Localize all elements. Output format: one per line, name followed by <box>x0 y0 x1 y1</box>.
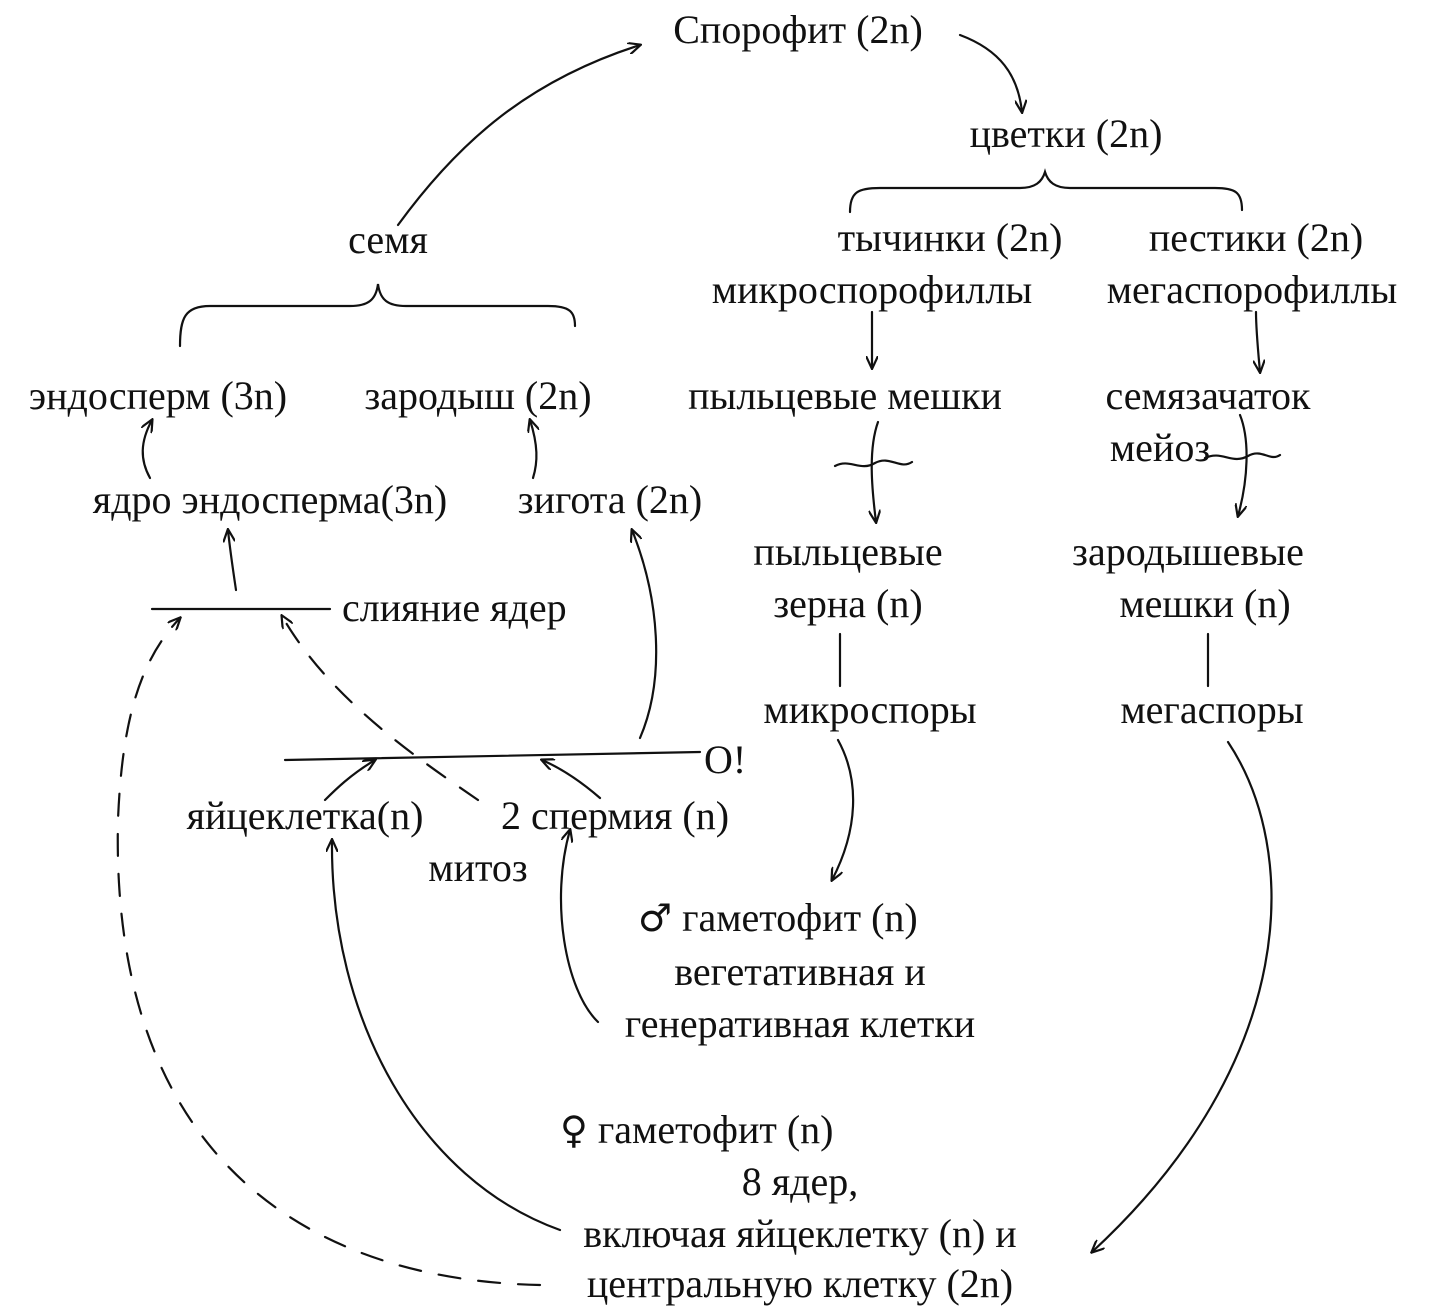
dashed-sperm-to-fusion <box>282 616 480 802</box>
arrow-mega-to-ovule <box>1256 310 1260 372</box>
arrow-female-to-egg <box>332 840 562 1232</box>
node-endosperm: эндосперм (3n) <box>28 373 288 418</box>
arrow-seed-to-sporophyte <box>396 45 640 227</box>
flowers-brace <box>848 168 1244 214</box>
female-symbol-icon: ♀ <box>560 1108 588 1152</box>
node-megaspores: мегаспоры <box>1120 687 1304 732</box>
node-microspores: микроспоры <box>763 687 977 732</box>
node-pollen-grains-line2: зерна (n) <box>773 581 923 626</box>
node-two-sperm: 2 спермия (n) <box>500 793 730 838</box>
node-including-egg: включая яйцеклетку (n) и <box>583 1211 1017 1256</box>
node-mitosis: митоз <box>428 845 528 890</box>
meiosis-wave-left <box>833 459 914 468</box>
node-generative: генеративная клетки <box>624 1001 976 1046</box>
node-vegetative: вегетативная и <box>674 949 926 994</box>
seed-brace <box>178 283 577 348</box>
male-gametophyte-text: гаметофит (n) <box>682 895 918 940</box>
arrow-sporophyte-to-flowers <box>958 33 1022 112</box>
arrow-microspores-to-male <box>832 738 855 880</box>
node-pollen-grains-line1: пыльцевые <box>753 529 943 574</box>
meiosis-wave-right <box>1203 452 1282 461</box>
node-embryo-sacs-line1: зародышевые <box>1072 529 1304 574</box>
node-pollen-sacs: пыльцевые мешки <box>688 373 1002 418</box>
arrow-megaspores-to-female <box>1092 740 1273 1252</box>
node-endosperm-nucleus: ядро эндосперма(3n) <box>92 477 448 522</box>
node-nuclei-fusion: слияние ядер <box>342 585 567 630</box>
arrow-ovule-to-sacs <box>1238 413 1248 516</box>
node-sporophyte: Спорофит (2n) <box>673 7 923 52</box>
arrow-generative-to-sperm <box>559 830 600 1024</box>
node-seed: семя <box>348 217 428 262</box>
female-gametophyte-text: гаметофит (n) <box>597 1107 834 1152</box>
node-zygote: зигота (2n) <box>517 477 703 522</box>
arrow-fert-to-zygote <box>632 530 658 740</box>
node-flowers: цветки (2n) <box>969 111 1163 156</box>
node-embryo-sacs-line2: мешки (n) <box>1119 581 1291 626</box>
node-male-gametophyte: ♂ гаметофит (n) <box>638 895 918 941</box>
node-meiosis: мейоз <box>1109 425 1211 470</box>
node-eight-nuclei: 8 ядер, <box>741 1159 859 1204</box>
arrow-fusion-to-nucleus <box>228 530 238 592</box>
arrow-egg-to-line <box>323 760 375 802</box>
fertilization-line <box>283 750 702 762</box>
arrow-zygote-to-embryo <box>530 420 536 480</box>
male-symbol-icon: ♂ <box>638 896 673 940</box>
node-megasporophylls: мегаспорофиллы <box>1106 267 1398 312</box>
node-female-gametophyte: ♀ гаметофит (n) <box>560 1107 834 1153</box>
node-embryo: зародыш (2n) <box>364 373 592 418</box>
node-central-cell: центральную клетку (2n) <box>586 1261 1014 1306</box>
node-ovule: семязачаток <box>1105 373 1311 418</box>
node-microsporophylls: микроспорофиллы <box>711 267 1033 312</box>
node-o-mark: О! <box>704 737 747 782</box>
node-pistils: пестики (2n) <box>1148 215 1364 260</box>
arrow-sacs-to-grains <box>872 420 878 522</box>
arrow-sperm-to-line <box>542 760 602 800</box>
node-egg-cell: яйцеклетка(n) <box>186 793 424 838</box>
arrow-nucleus-to-endosperm <box>143 420 152 480</box>
node-stamens: тычинки (2n) <box>837 215 1063 260</box>
dashed-central-to-fusion <box>116 618 542 1287</box>
